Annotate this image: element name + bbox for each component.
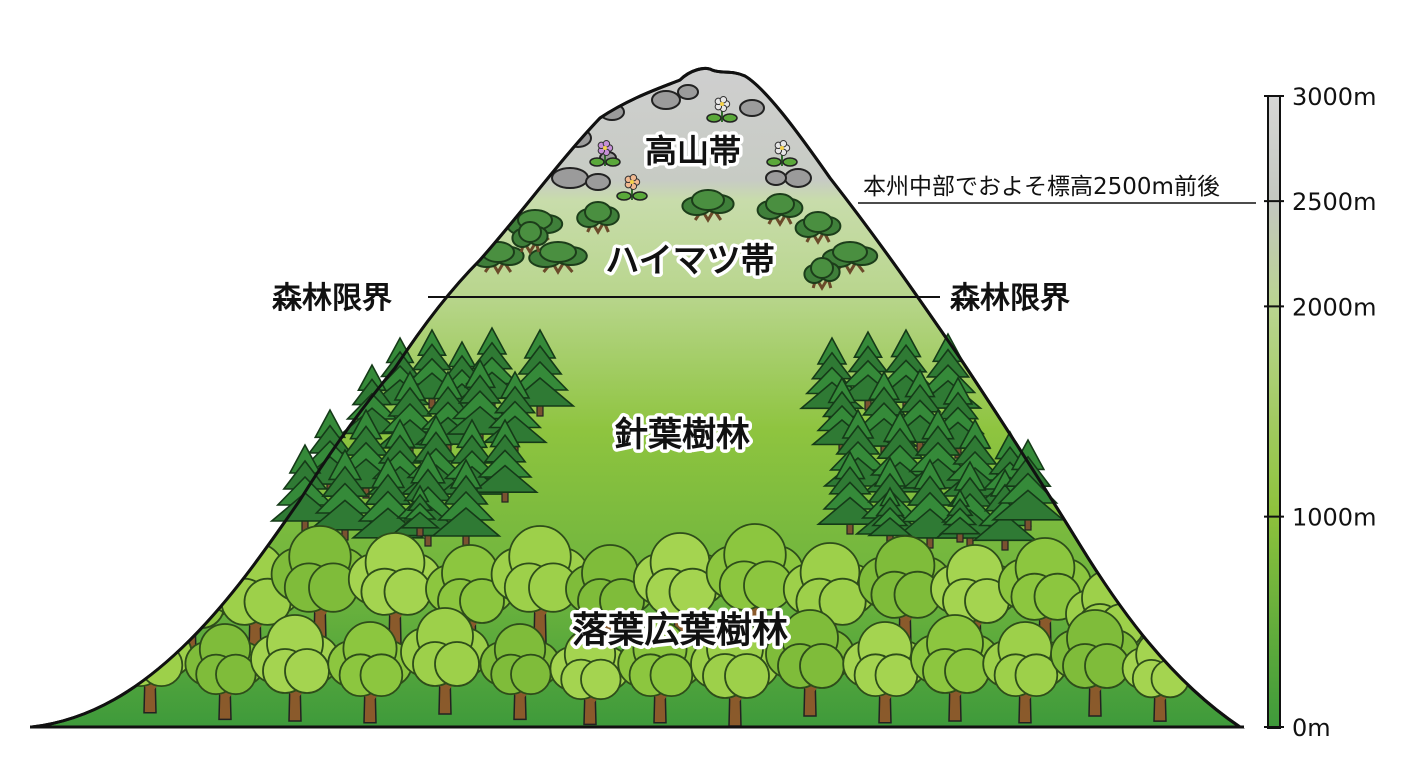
- zone-label-conifer: 針葉樹林: [614, 415, 750, 455]
- rock-icon: [585, 173, 611, 191]
- haimatsu-shrub-icon: [681, 189, 735, 223]
- zone-label-alpine: 高山帯: [645, 132, 741, 170]
- rock-icon: [677, 84, 699, 100]
- haimatsu-zone: [471, 189, 879, 291]
- haimatsu-shrub-icon: [756, 193, 804, 227]
- rock-icon: [551, 167, 589, 189]
- haimatsu-shrub-icon: [528, 241, 588, 275]
- conifer-tree-icon: [430, 458, 502, 547]
- rock-icon: [765, 170, 787, 186]
- alpine-flower-icon: [766, 140, 798, 167]
- broadleaf-tree-icon: [857, 535, 953, 649]
- zone-label-haimatsu: ハイマツ帯: [605, 241, 774, 281]
- broadleaf-tree-icon: [490, 525, 590, 644]
- treeline-elevation-note: 本州中部でおよそ標高2500m前後: [863, 174, 1220, 200]
- broadleaf-tree-icon: [617, 621, 703, 724]
- treeline-label-left: 森林限界: [272, 281, 392, 316]
- broadleaf-tree-icon: [632, 532, 728, 646]
- rock-icon: [784, 168, 812, 188]
- scale-tick-label: 1000m: [1292, 504, 1376, 532]
- conifer-tree-icon: [399, 484, 441, 537]
- rock-icon: [739, 99, 765, 117]
- scale-tick-label: 2000m: [1292, 293, 1376, 321]
- broadleaf-tree-icon: [930, 544, 1020, 652]
- conifer-tree-icon: [938, 488, 982, 543]
- broadleaf-tree-icon: [765, 609, 855, 717]
- broadleaf-tree-icon: [549, 628, 631, 726]
- haimatsu-shrub-icon: [794, 211, 842, 245]
- alpine-zone: [551, 84, 812, 201]
- alpine-flower-icon: [589, 140, 621, 167]
- alpine-flower-icon: [706, 96, 738, 123]
- conifer-tree-icon: [307, 448, 383, 541]
- scale-tick-label: 3000m: [1292, 83, 1376, 111]
- haimatsu-shrub-icon: [576, 201, 620, 235]
- broadleaf-tree-icon: [982, 621, 1068, 724]
- rock-icon: [651, 90, 681, 110]
- mountain-outline: [31, 66, 1241, 729]
- elevation-bar: [1267, 95, 1281, 729]
- conifer-tree-icon: [867, 486, 913, 545]
- haimatsu-shrub-icon: [511, 221, 549, 255]
- broadleaf-tree-icon: [425, 544, 515, 652]
- treeline-label-right: 森林限界: [950, 281, 1070, 316]
- broadleaf-tree-icon: [479, 623, 561, 721]
- conifer-tree-icon: [810, 376, 874, 455]
- broadleaf-tree-icon: [842, 621, 928, 724]
- scale-tick-label: 2500m: [1292, 188, 1376, 216]
- zone-label-deciduous: 落葉広葉樹林: [572, 610, 788, 651]
- alpine-flower-icon: [616, 174, 648, 201]
- broadleaf-tree-icon: [250, 614, 340, 722]
- conifer-tree-icon: [893, 458, 967, 549]
- broadleaf-tree-icon: [705, 523, 805, 642]
- haimatsu-shrub-icon: [803, 257, 841, 291]
- conifer-tree-icon: [471, 418, 539, 503]
- elevation-scale: 3000m 2500m 2000m 1000m 0m: [1264, 83, 1376, 742]
- conifer-tree-icon: [990, 438, 1066, 531]
- scale-tick-label: 0m: [1292, 714, 1331, 742]
- broadleaf-tree-icon: [400, 607, 490, 715]
- conifer-zone: [269, 326, 1066, 551]
- conifer-tree-icon: [816, 450, 884, 535]
